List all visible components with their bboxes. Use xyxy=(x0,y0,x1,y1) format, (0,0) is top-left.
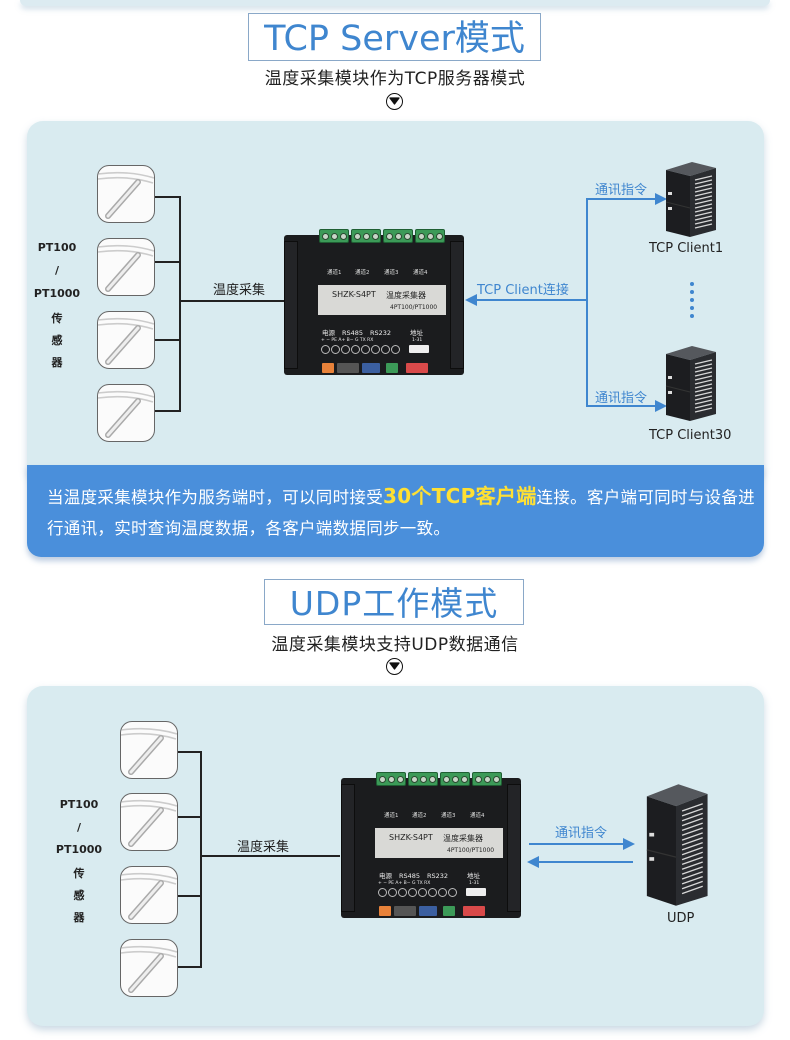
address-range: 1-31 xyxy=(469,881,480,886)
connector-line xyxy=(155,410,181,412)
pt-sensor-image xyxy=(120,866,178,924)
udp-server-label: UDP xyxy=(667,911,695,926)
connector-bus xyxy=(200,751,202,968)
collect-label: 温度采集 xyxy=(237,840,290,855)
port-label: 地址 xyxy=(410,329,423,337)
command-label: 通讯指令 xyxy=(595,183,648,198)
connector-line xyxy=(178,816,202,818)
channel-label: 通道2 xyxy=(355,270,370,276)
command-label: 通讯指令 xyxy=(595,391,648,406)
tcp-section-title: TCP Server模式 xyxy=(248,13,541,61)
device-model: SHZK-S4PT xyxy=(389,833,433,842)
tcp-description-banner: 当温度采集模块作为服务端时，可以同时接受30个TCP客户端连接。客户端可同时与设… xyxy=(27,465,764,557)
tcp-diagram-panel: PT100 / PT1000 传 感 器 温度采集 通道1 通道2 通道3 通道… xyxy=(27,121,764,481)
channel-label: 通道1 xyxy=(384,813,399,819)
tcp-section-subtitle: 温度采集模块作为TCP服务器模式 xyxy=(264,69,526,89)
udp-section-title: UDP工作模式 xyxy=(264,579,524,625)
port-label: RS485 xyxy=(342,329,364,337)
udp-diagram-panel: PT100 / PT1000 传 感 器 温度采集 通道1 通道2 通道3 通道… xyxy=(27,686,764,1026)
connection-line xyxy=(537,861,633,863)
tcp-client-connection-label: TCP Client连接 xyxy=(477,283,569,298)
pt-sensor-image xyxy=(97,384,155,442)
channel-label: 通道1 xyxy=(327,270,342,276)
port-label: RS232 xyxy=(370,329,392,337)
server-icon xyxy=(665,346,716,421)
previous-panel-edge xyxy=(20,0,770,6)
device-spec: 4PT100/PT1000 xyxy=(447,847,495,854)
device-spec: 4PT100/PT1000 xyxy=(390,304,438,311)
banner-text: 连接。客户端可同时与设备进行通讯，实时查询温度数据，各客户端数据同步一致。 xyxy=(47,488,755,538)
connection-line xyxy=(586,198,658,200)
server-icon xyxy=(665,162,716,237)
tcp-client-first-label: TCP Client1 xyxy=(649,241,724,256)
arrow-right-icon xyxy=(655,400,667,412)
banner-highlight: 30个TCP客户端 xyxy=(383,484,537,508)
channel-label: 通道4 xyxy=(470,813,485,819)
address-range: 1-31 xyxy=(412,338,423,343)
pt-sensor-image xyxy=(97,165,155,223)
connector-line xyxy=(155,339,181,341)
channel-label: 通道4 xyxy=(413,270,428,276)
connector-line xyxy=(178,966,202,968)
connection-line xyxy=(529,843,625,845)
chevron-down-icon xyxy=(386,93,403,110)
connection-line xyxy=(586,198,588,406)
port-label: 电源 xyxy=(322,329,335,337)
arrow-left-icon xyxy=(527,856,539,868)
port-label: 地址 xyxy=(467,872,480,880)
connection-line xyxy=(473,299,588,301)
connector-line xyxy=(155,196,181,198)
udp-section-subtitle: 温度采集模块支持UDP数据通信 xyxy=(271,635,519,655)
arrow-left-icon xyxy=(465,294,477,306)
pt-sensor-image xyxy=(120,793,178,851)
pt-sensor-image xyxy=(120,721,178,779)
command-label: 通讯指令 xyxy=(555,826,608,841)
device-name: 温度采集器 xyxy=(386,291,426,300)
connection-line xyxy=(586,405,658,407)
connector-line xyxy=(155,261,181,263)
pt-sensor-image xyxy=(120,939,178,997)
tcp-client-last-label: TCP Client30 xyxy=(649,428,732,443)
pin-labels: + − PE A+ B− G TX RX xyxy=(378,881,431,886)
connector-line xyxy=(179,300,284,302)
port-label: RS232 xyxy=(427,872,449,880)
temperature-collector-device: 通道1 通道2 通道3 通道4 SHZK-S4PT 温度采集器 4PT100/P… xyxy=(341,772,521,918)
channel-label: 通道3 xyxy=(441,813,456,819)
device-name: 温度采集器 xyxy=(443,834,483,843)
connector-bus xyxy=(179,196,181,412)
ellipsis-dots xyxy=(690,282,694,322)
connector-line xyxy=(200,855,340,857)
device-model: SHZK-S4PT xyxy=(332,290,376,299)
channel-label: 通道2 xyxy=(412,813,427,819)
chevron-down-icon xyxy=(386,658,403,675)
arrow-right-icon xyxy=(623,838,635,850)
udp-server-icon xyxy=(646,784,708,906)
pt-sensor-image xyxy=(97,238,155,296)
connector-line xyxy=(178,895,202,897)
port-label: 电源 xyxy=(379,872,392,880)
banner-text: 当温度采集模块作为服务端时，可以同时接受 xyxy=(47,488,383,507)
collect-label: 温度采集 xyxy=(213,283,266,298)
connector-line xyxy=(178,751,202,753)
channel-label: 通道3 xyxy=(384,270,399,276)
pin-labels: + − PE A+ B− G TX RX xyxy=(321,338,374,343)
temperature-collector-device: 通道1 通道2 通道3 通道4 SHZK-S4PT 温度采集器 4PT100/P… xyxy=(284,229,464,375)
pt-sensor-image xyxy=(97,311,155,369)
port-label: RS485 xyxy=(399,872,421,880)
arrow-right-icon xyxy=(655,193,667,205)
